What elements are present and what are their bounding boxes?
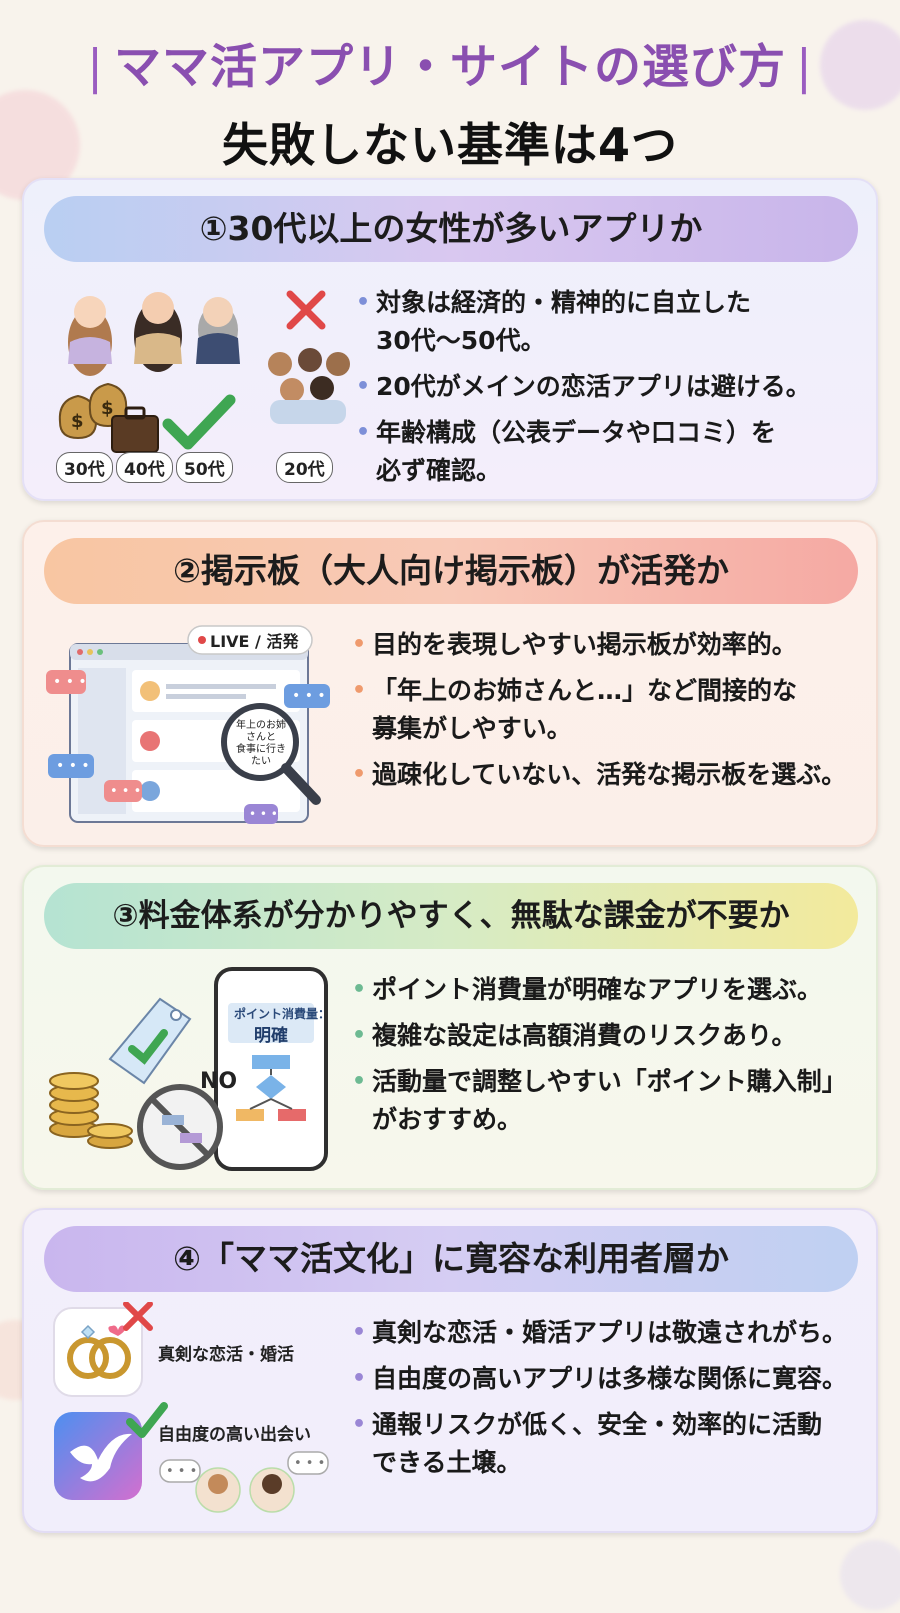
criterion-heading: ③料金体系が分かりやすく、無駄な課金が不要か xyxy=(44,883,858,949)
criterion-2-illustration: • • • • • • • • • • • • • • • LIVE / 活発 … xyxy=(40,614,350,836)
page-title: |ママ活アプリ・サイトの選び方| xyxy=(0,28,900,97)
svg-text:• • •: • • • xyxy=(53,674,87,690)
avatar-icon xyxy=(195,1467,295,1513)
criterion-card-2: ②掲示板（大人向け掲示板）が活発か • • • • • • • • • • • … xyxy=(22,520,878,847)
label-serious-dating: 真剣な恋活・婚活 xyxy=(158,1345,294,1365)
bullet-item: ポイント消費量が明確なアプリを選ぶ。 xyxy=(350,971,866,1009)
age-tag: 30代 xyxy=(56,452,113,483)
coins-icon xyxy=(49,1072,133,1149)
phone-label-top: ポイント消費量： xyxy=(234,1007,331,1021)
criterion-heading: ①30代以上の女性が多いアプリか xyxy=(44,196,858,262)
briefcase-icon xyxy=(111,406,159,453)
background-flower xyxy=(820,20,900,110)
title-line-1: ママ活アプリ・サイトの選び方 xyxy=(114,40,786,95)
svg-text:$: $ xyxy=(101,398,114,419)
bullet-item: 通報リスクが低く、安全・効率的に活動 できる土壌。 xyxy=(350,1406,866,1482)
criterion-heading: ②掲示板（大人向け掲示板）が活発か xyxy=(44,538,858,604)
magnifier-text: 年上のお姉さんと 食事に行きたい xyxy=(236,720,286,767)
chat-bubble-icon: • • • • • • • • • • • • • • • xyxy=(46,670,330,824)
criterion-card-3: ③料金体系が分かりやすく、無駄な課金が不要か xyxy=(22,865,878,1190)
age-tag: 50代 xyxy=(176,452,233,483)
bullet-item: 「年上のお姉さんと…」など間接的な 募集がしやすい。 xyxy=(350,672,866,748)
criterion-heading: ④「ママ活文化」に寛容な利用者層か xyxy=(44,1226,858,1292)
criterion-4-illustration: • • • • • • 真剣な恋活・婚活 自由度の高い出会い xyxy=(40,1301,350,1524)
bullet-item: 対象は経済的・精神的に自立した 30代〜50代。 xyxy=(354,284,864,360)
pricing-illustration xyxy=(49,967,328,1171)
label-free-encounters: 自由度の高い出会い xyxy=(158,1425,311,1445)
phone-label-bottom: 明確 xyxy=(254,1026,288,1046)
women-group-icon: $ $ xyxy=(58,290,350,453)
cross-icon xyxy=(286,290,326,330)
bullet-item: 過疎化していない、活発な掲示板を選ぶ。 xyxy=(350,756,866,794)
criterion-card-4: ④「ママ活文化」に寛容な利用者層か xyxy=(22,1208,878,1533)
bullet-item: 年齢構成（公表データや口コミ）を 必ず確認。 xyxy=(354,414,864,490)
bullet-item: 20代がメインの恋活アプリは避ける。 xyxy=(354,368,864,406)
avatar-icon xyxy=(140,731,160,751)
cross-icon xyxy=(123,1301,153,1331)
bullet-item: 活動量で調整しやすい「ポイント購入制」 がおすすめ。 xyxy=(350,1063,866,1139)
bullet-item: 複雑な設定は高額消費のリスクあり。 xyxy=(350,1017,866,1055)
live-badge: LIVE / 活発 xyxy=(210,632,299,651)
title-bar-right: | xyxy=(796,40,813,95)
bullet-item: 自由度の高いアプリは多様な関係に寛容。 xyxy=(350,1360,866,1398)
rings-icon xyxy=(53,1307,143,1397)
criterion-3-illustration: ポイント消費量： 明確 NO xyxy=(40,959,350,1181)
bullet-item: 真剣な恋活・婚活アプリは敬遠されがち。 xyxy=(350,1314,866,1352)
no-label: NO xyxy=(200,1069,238,1094)
page-header: |ママ活アプリ・サイトの選び方| 失敗しない基準は4つ xyxy=(0,28,900,175)
page-subtitle: 失敗しない基準は4つ xyxy=(221,118,678,172)
criterion-bullets: ポイント消費量が明確なアプリを選ぶ。 複雑な設定は高額消費のリスクあり。 活動量… xyxy=(350,971,866,1147)
criterion-card-1: ①30代以上の女性が多いアプリか $ $ xyxy=(22,178,878,501)
avatar-icon xyxy=(140,781,160,801)
svg-text:$: $ xyxy=(71,411,84,432)
criterion-bullets: 対象は経済的・精神的に自立した 30代〜50代。 20代がメインの恋活アプリは避… xyxy=(354,284,864,498)
svg-text:• • •: • • • xyxy=(249,807,278,821)
svg-text:• • •: • • • xyxy=(56,758,90,774)
app-types-illustration: • • • • • • xyxy=(53,1301,329,1513)
check-icon xyxy=(126,1402,168,1438)
flowchart-icon xyxy=(236,1055,306,1121)
bullet-item: 目的を表現しやすい掲示板が効率的。 xyxy=(350,626,866,664)
age-tag: 40代 xyxy=(116,452,173,483)
criterion-1-illustration: $ $ 30代 40代 50代 20代 xyxy=(40,272,350,492)
svg-text:• • •: • • • xyxy=(110,784,141,799)
price-tag-icon xyxy=(108,997,192,1085)
criterion-bullets: 真剣な恋活・婚活アプリは敬遠されがち。 自由度の高いアプリは多様な関係に寛容。 … xyxy=(350,1314,866,1490)
svg-text:• • •: • • • xyxy=(292,688,326,704)
prohibited-icon xyxy=(137,1084,223,1170)
magnifier-icon xyxy=(221,703,321,805)
avatar-icon xyxy=(140,681,160,701)
background-flower xyxy=(840,1540,900,1610)
chat-bubble-icon: • • • • • • xyxy=(159,1451,329,1483)
svg-text:• • •: • • • xyxy=(166,1464,197,1479)
browser-window-icon: • • • • • • • • • • • • • • • xyxy=(46,625,330,824)
bird-app-icon xyxy=(54,1412,142,1500)
title-bar-left: | xyxy=(87,40,104,95)
criterion-bullets: 目的を表現しやすい掲示板が効率的。 「年上のお姉さんと…」など間接的な 募集がし… xyxy=(350,626,866,802)
age-tag-young: 20代 xyxy=(276,452,333,483)
svg-text:• • •: • • • xyxy=(294,1456,325,1471)
check-icon xyxy=(162,394,236,450)
